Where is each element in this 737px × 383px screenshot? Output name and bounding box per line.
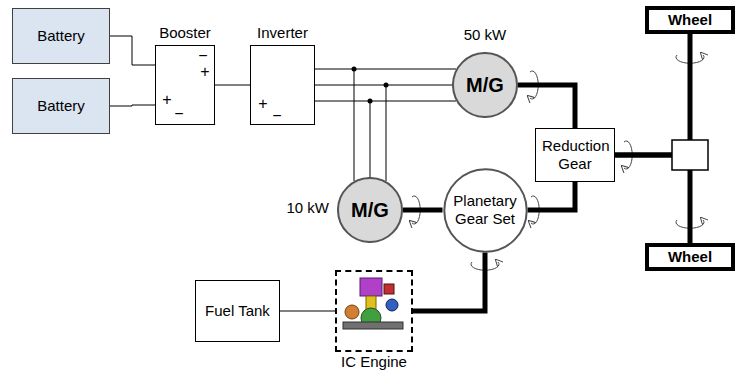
inverter-diagonal	[250, 45, 315, 125]
polarity-sign: +	[256, 96, 270, 112]
node-heading: Inverter	[221, 24, 344, 41]
node-text: Wheel	[668, 248, 712, 266]
gear-circle: Planetary Gear Set	[443, 168, 528, 253]
wire-line	[315, 85, 452, 86]
wire-junction	[352, 67, 357, 72]
polarity-sign: +	[198, 64, 212, 80]
shaft-line	[528, 182, 576, 210]
node-text: Planetary Gear Set	[450, 192, 520, 228]
node-text: Wheel	[668, 11, 712, 29]
node-text: Fuel Tank	[205, 302, 270, 320]
shaft-line	[615, 34, 690, 155]
booster-diagonal	[155, 45, 215, 125]
motor-generator: M/G50 kW	[452, 52, 518, 118]
wire-line	[110, 36, 155, 65]
circle-shape	[453, 53, 517, 117]
node-text: M/G	[466, 73, 504, 97]
wire-line	[315, 101, 370, 177]
circle-shape	[444, 169, 526, 251]
shaft-line	[413, 253, 485, 312]
wheel-box: Wheel	[645, 6, 735, 34]
wire-line	[215, 85, 250, 86]
wheel-box: Wheel	[645, 243, 735, 271]
node-heading: IC Engine	[307, 353, 441, 370]
wire-line	[110, 105, 155, 106]
phase-wire	[315, 69, 456, 70]
gear-box: Reduction Gear	[535, 128, 615, 182]
engine-box: IC Engine	[335, 270, 413, 352]
phase-wire	[386, 85, 387, 181]
converter-box: Inverter	[250, 45, 315, 125]
node-text: Battery	[37, 97, 85, 115]
tank-box: Fuel Tank	[195, 280, 280, 342]
battery-box: Battery	[12, 78, 110, 134]
polarity-sign: −	[270, 108, 284, 124]
axle-differential	[672, 140, 708, 170]
polarity-sign: −	[196, 48, 210, 64]
polarity-sign: +	[160, 92, 174, 108]
shaft-line	[403, 208, 443, 213]
node-text: Battery	[37, 27, 85, 45]
engine-illustration	[343, 278, 403, 329]
node-heading: 50 kW	[422, 26, 548, 43]
node-heading: Booster	[126, 24, 244, 41]
wire-line	[280, 311, 335, 312]
battery-box: Battery	[12, 8, 110, 64]
phase-wire	[370, 101, 456, 102]
phase-wire	[354, 69, 355, 181]
node-heading: 10 kW	[286, 199, 329, 216]
motor-generator: M/G10 kW	[337, 177, 403, 243]
node-text: M/G	[351, 198, 389, 222]
circle-shape	[338, 178, 402, 242]
polarity-sign: −	[172, 106, 186, 122]
node-text: Reduction Gear	[542, 137, 608, 173]
shaft-line	[518, 85, 575, 128]
